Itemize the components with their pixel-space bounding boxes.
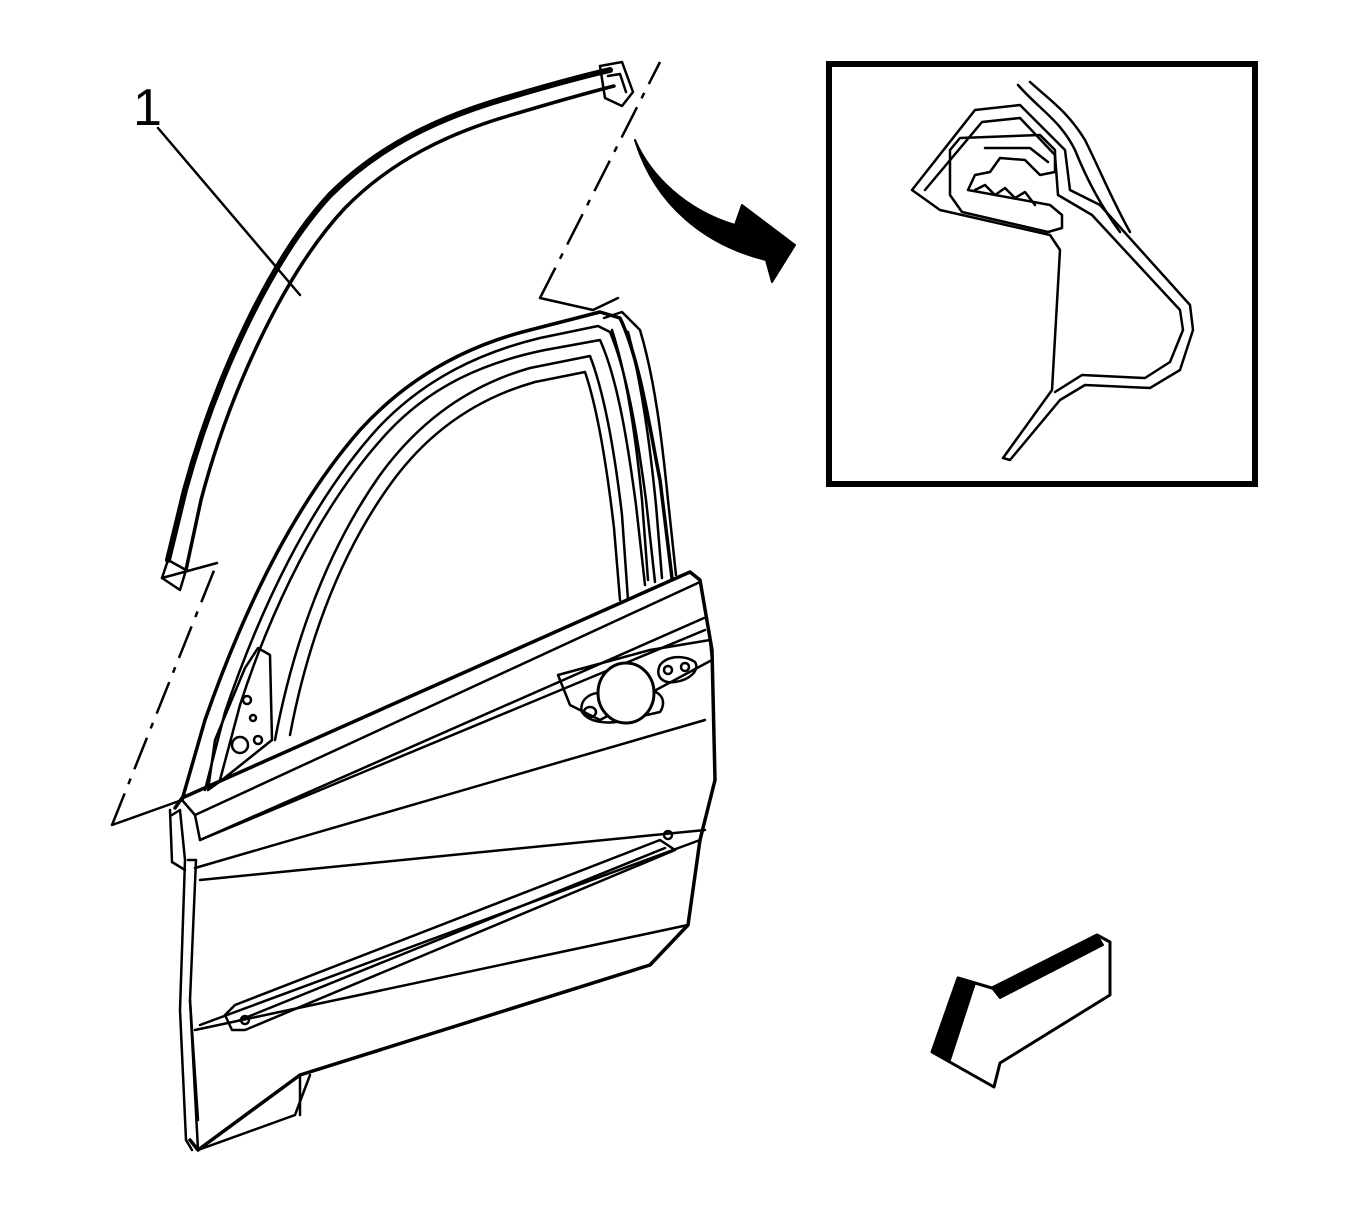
weatherstrip-part [160,60,635,592]
detail-inset-frame [826,61,1258,487]
front-direction-arrow-icon [930,933,1112,1089]
curved-arrow-icon [634,139,796,283]
callout-leader-1 [156,126,302,297]
door-outer-panel [168,570,717,1152]
callout-label-1: 1 [133,79,162,137]
cut-plane-outline [110,61,662,827]
door-window-frame [180,310,678,802]
